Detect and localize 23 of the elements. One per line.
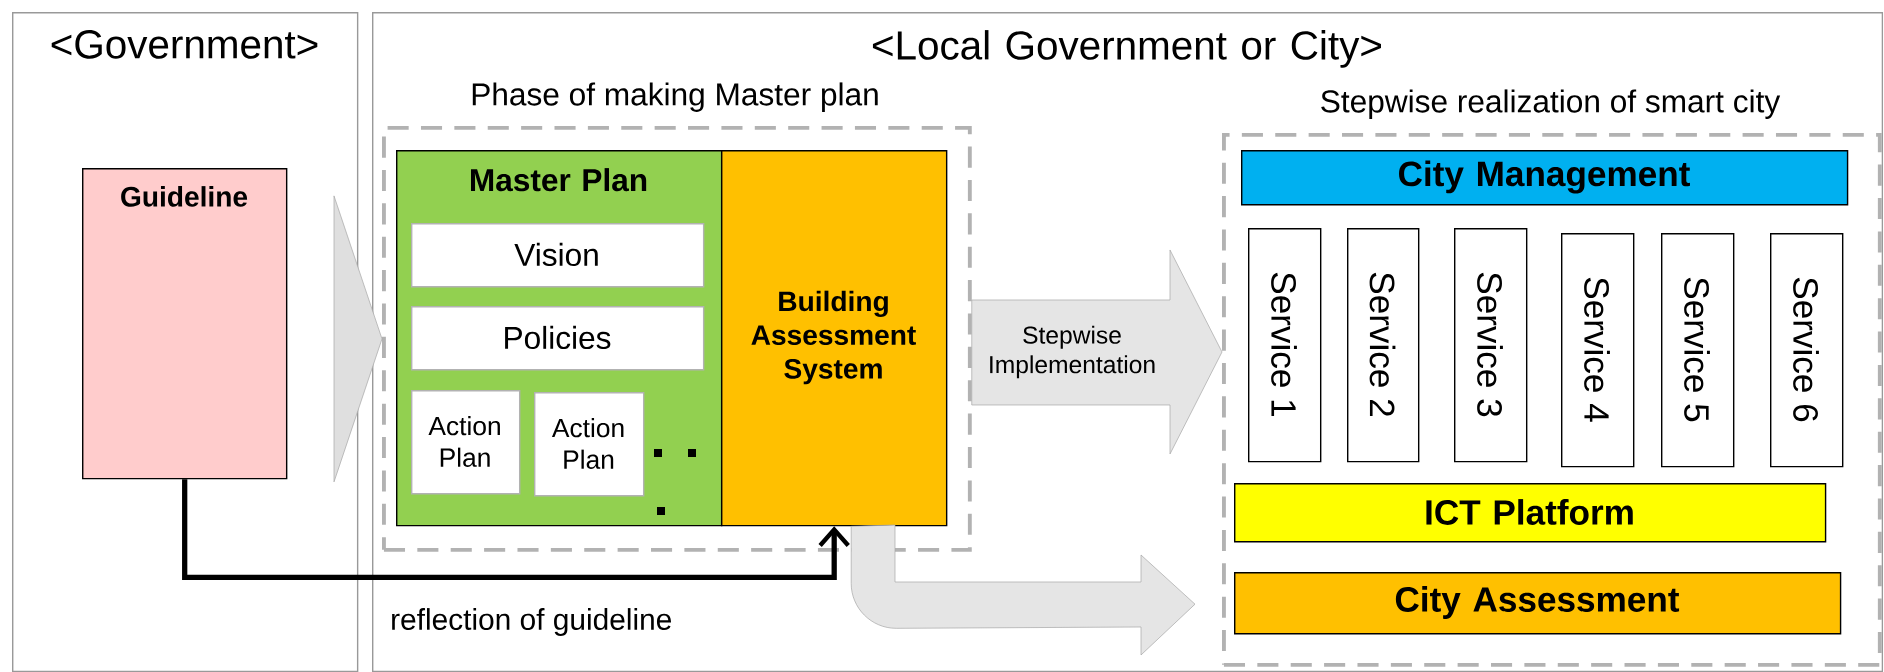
service-box: Service 3 bbox=[1454, 228, 1528, 463]
block-arrow bbox=[971, 249, 1223, 455]
node-label: Phase of making Master plan bbox=[472, 82, 878, 112]
item-box: Policies bbox=[411, 306, 705, 371]
service-box: Service 5 bbox=[1661, 233, 1735, 468]
guideline-box: Guideline bbox=[82, 168, 288, 480]
edge-label: reflection of guideline bbox=[388, 606, 675, 638]
item-box: Action Plan bbox=[411, 390, 521, 495]
layer-bar: City Assessment bbox=[1234, 572, 1842, 635]
chevron-arrow bbox=[333, 195, 383, 483]
item-box: Action Plan bbox=[534, 392, 645, 497]
layer-bar: ICT Platform bbox=[1234, 483, 1827, 543]
elbow-arrow bbox=[182, 479, 850, 580]
edge-label: Stepwise Implementation bbox=[990, 325, 1155, 379]
service-box: Service 2 bbox=[1347, 228, 1420, 463]
item-box: Vision bbox=[411, 223, 705, 288]
bent-arrow bbox=[850, 524, 1196, 656]
layer-bar: City Management bbox=[1241, 150, 1849, 206]
service-box: Service 4 bbox=[1561, 233, 1635, 468]
service-box: Service 1 bbox=[1248, 228, 1322, 463]
node-label: Stepwise realization of smart city bbox=[1321, 89, 1781, 119]
system-box: Building Assessment System bbox=[721, 150, 948, 527]
service-box: Service 6 bbox=[1770, 233, 1844, 468]
